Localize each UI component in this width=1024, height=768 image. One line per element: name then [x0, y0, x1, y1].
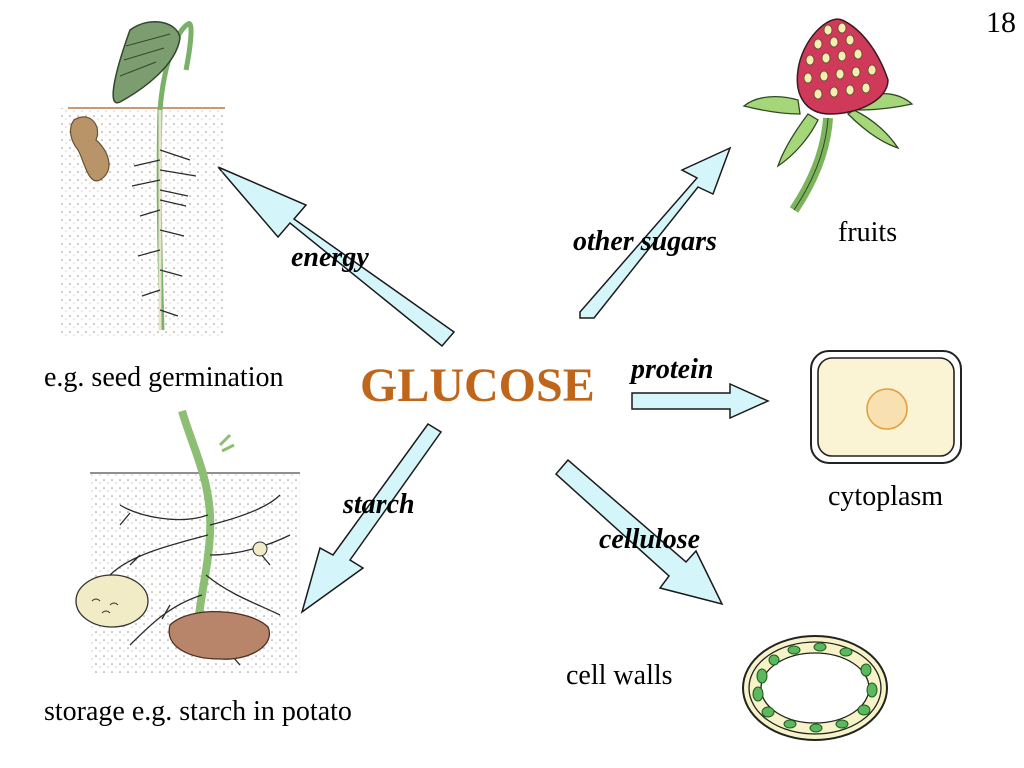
- cell-wall-illustration: [742, 635, 888, 741]
- seed-germination-caption: e.g. seed germination: [44, 362, 284, 393]
- other-sugars-label: other sugars: [573, 226, 717, 257]
- cellulose-arrow: [554, 458, 724, 606]
- glucose-label: GLUCOSE: [360, 359, 595, 412]
- potato-storage-caption: storage e.g. starch in potato: [44, 696, 352, 727]
- fruits-caption: fruits: [838, 217, 898, 248]
- starch-label: starch: [343, 489, 415, 520]
- energy-label: energy: [291, 242, 369, 273]
- starch-arrow: [300, 422, 443, 614]
- slide-number: 18: [986, 6, 1016, 39]
- seedling-illustration: [60, 21, 225, 338]
- cellulose-label: cellulose: [599, 524, 701, 555]
- energy-arrow: [217, 166, 456, 348]
- cytoplasm-cell-illustration: [810, 350, 962, 464]
- protein-arrow: [631, 382, 770, 420]
- other-sugars-arrow: [579, 146, 732, 319]
- potato-plant-illustration: [75, 409, 300, 673]
- cell-walls-caption: cell walls: [566, 660, 673, 691]
- cytoplasm-caption: cytoplasm: [828, 481, 944, 512]
- strawberry-illustration: [742, 18, 914, 213]
- protein-label: protein: [631, 354, 714, 385]
